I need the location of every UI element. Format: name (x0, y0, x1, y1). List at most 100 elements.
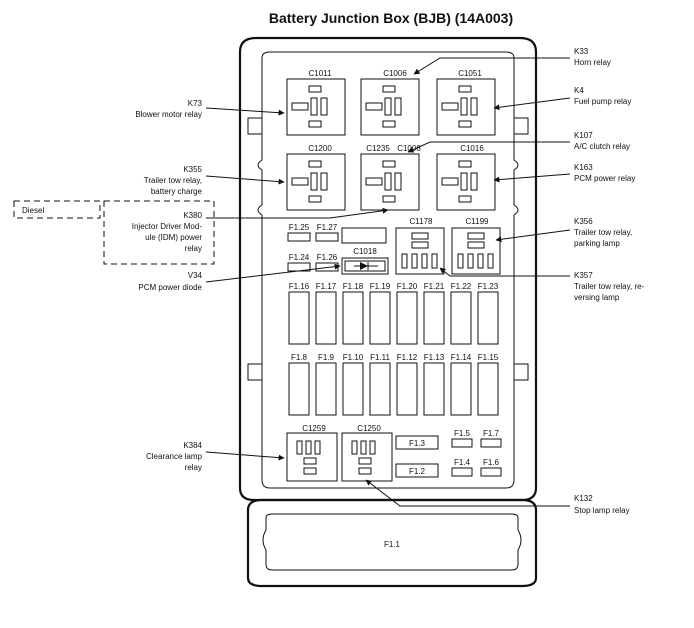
callout-k163-desc: PCM power relay (574, 174, 635, 183)
fuse-label-f1-12: F1.12 (397, 353, 418, 362)
relay-k356-pin-3 (477, 253, 484, 269)
relay-k384-pin-2 (305, 440, 312, 455)
relay-k357-pin-4 (431, 253, 438, 269)
connector-label-c1051: C1051 (458, 69, 482, 78)
fuse-label-f1-26: F1.26 (317, 253, 338, 262)
connector-label-c1200: C1200 (308, 144, 332, 153)
fuse-label-f1-15: F1.15 (478, 353, 499, 362)
relay-k107-slot-top (382, 160, 396, 168)
relay-k107-slot-bottom (382, 195, 396, 203)
fuse-label-f1-9: F1.9 (318, 353, 335, 362)
fuse-label-f1-11: F1.11 (370, 353, 390, 362)
callout-k355-desc-1: Trailer tow relay, (144, 176, 202, 185)
fuse-label-f1-2: F1.2 (409, 467, 426, 476)
fuse-label-f1-7: F1.7 (483, 429, 500, 438)
relay-k73-slot-bottom (308, 120, 322, 128)
diode-v34 (341, 257, 389, 275)
fuse-label-f1-13: F1.13 (424, 353, 445, 362)
fuse-f1-17 (315, 291, 337, 345)
relay-k356-slot-2 (467, 241, 485, 249)
relay-k132-pin-3 (369, 440, 376, 455)
fuse-label-f1-17: F1.17 (316, 282, 337, 291)
relay-k163-slot-mid (460, 172, 468, 191)
relay-k356 (451, 227, 501, 275)
callout-k4-desc: Fuel pump relay (574, 97, 631, 106)
relay-k163 (436, 153, 496, 211)
fuse-label-f1-1: F1.1 (384, 540, 401, 549)
fuse-label-f1-18: F1.18 (343, 282, 364, 291)
relay-k384-slot-1 (303, 457, 317, 465)
connector-label-c1199: C1199 (466, 217, 490, 226)
callout-v34-desc: PCM power diode (138, 283, 202, 292)
fuse-f1-13 (423, 362, 445, 416)
leader-k107 (407, 141, 570, 153)
relay-k356-slot-1 (467, 232, 485, 240)
callout-k384-desc-2: relay (185, 463, 202, 472)
fuse-label-f1-23: F1.23 (478, 282, 499, 291)
fuse-f1-7 (480, 438, 502, 448)
callout-k107-code: K107 (574, 131, 593, 140)
fuse-f1-21 (423, 291, 445, 345)
relay-k356-pin-4 (487, 253, 494, 269)
callout-k73-desc: Blower motor relay (135, 110, 202, 119)
fuse-block-top (341, 227, 387, 244)
relay-k33-slot-mid (384, 97, 392, 116)
k380-diesel-frame (103, 200, 215, 265)
callout-k357-code: K357 (574, 271, 593, 280)
fuse-f1-19 (369, 291, 391, 345)
fuse-label-f1-6: F1.6 (483, 458, 500, 467)
relay-k384-pin-3 (314, 440, 321, 455)
callout-k163-code: K163 (574, 163, 593, 172)
relay-k357-pin-2 (411, 253, 418, 269)
fuse-label-f1-3: F1.3 (409, 439, 426, 448)
relay-k163-slot-top (458, 160, 472, 168)
fuse-label-f1-25: F1.25 (289, 223, 310, 232)
fuse-label-f1-22: F1.22 (451, 282, 472, 291)
fuse-label-f1-16: F1.16 (289, 282, 310, 291)
relay-k132-pin-2 (360, 440, 367, 455)
fuse-label-f1-19: F1.19 (370, 282, 391, 291)
callout-k355-desc-2: battery charge (151, 187, 203, 196)
fuse-f1-10 (342, 362, 364, 416)
relay-k107-slot-left (365, 177, 383, 186)
callout-k356-desc-2: parking lamp (574, 239, 620, 248)
callout-k384-code: K384 (183, 441, 202, 450)
callout-k357-desc-1: Trailer tow relay, re- (574, 282, 645, 291)
fuse-f1-8 (288, 362, 310, 416)
relay-k33-slot-top (382, 85, 396, 93)
callout-k33-code: K33 (574, 47, 589, 56)
fuse-label-f1-5: F1.5 (454, 429, 471, 438)
fuse-f1-3 (395, 435, 439, 450)
relay-k107-slot-right (394, 172, 402, 191)
leader-k132 (365, 479, 570, 507)
diesel-label: Diesel (22, 206, 44, 215)
fuse-label-f1-21: F1.21 (424, 282, 445, 291)
relay-k73 (286, 78, 346, 136)
fuse-f1-23 (477, 291, 499, 345)
leader-v34 (205, 263, 341, 283)
fuse-label-f1-10: F1.10 (343, 353, 364, 362)
leader-k357 (439, 267, 570, 277)
fuse-f1-14 (450, 362, 472, 416)
fuse-f1-16 (288, 291, 310, 345)
callout-k132-code: K132 (574, 494, 593, 503)
callout-k73-code: K73 (188, 99, 203, 108)
relay-k355-slot-left (291, 177, 309, 186)
fuse-f1-6 (480, 467, 502, 477)
connector-label-c1250: C1250 (357, 424, 381, 433)
connector-label-c1259: C1259 (302, 424, 326, 433)
leader-k73 (205, 107, 285, 116)
relay-k107-slot-mid (384, 172, 392, 191)
fuse-f1-25 (287, 232, 311, 242)
relay-k132-pin-1 (351, 440, 358, 455)
callout-k384-desc-1: Clearance lamp (146, 452, 203, 461)
leader-k384 (205, 451, 285, 461)
mount-tab-left-top (247, 117, 263, 135)
callout-k380-desc-3: relay (185, 244, 202, 253)
fuse-f1-15 (477, 362, 499, 416)
relay-k384 (286, 432, 338, 482)
connector-label-c1235: C1235 (366, 144, 390, 153)
leader-k355 (205, 175, 285, 185)
relay-k384-slot-2 (303, 467, 317, 475)
relay-k357-pin-1 (401, 253, 408, 269)
